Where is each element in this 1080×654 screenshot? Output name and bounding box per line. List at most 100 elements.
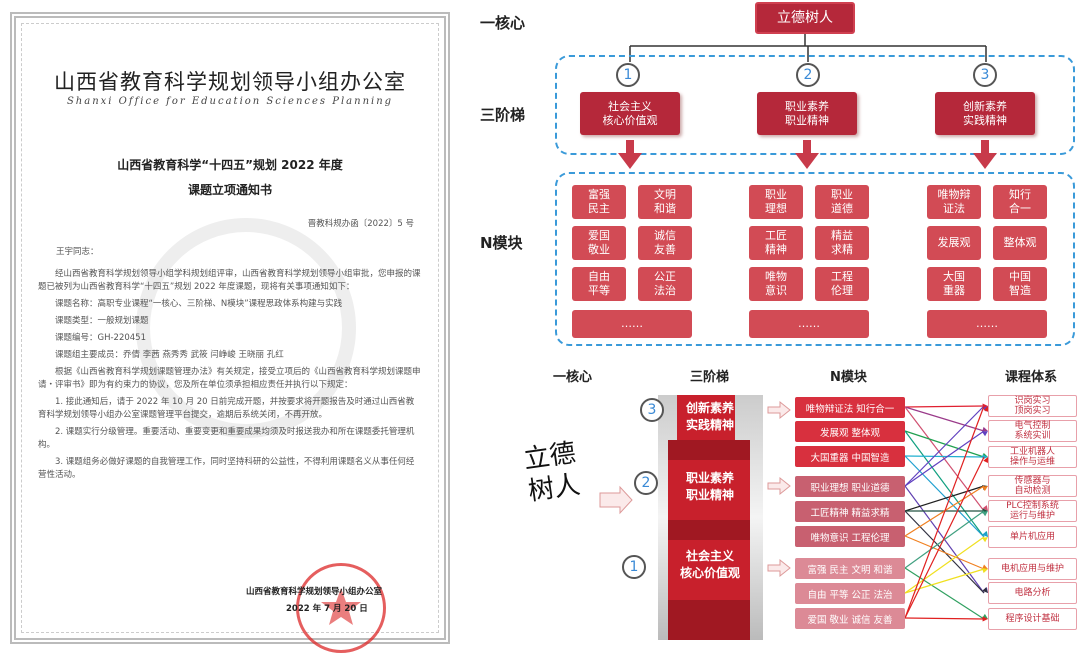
notice-paragraph: 经山西省教育科学规划领导小组学科规划组评审，山西省教育科学规划领导小组审批，您申… [38, 269, 421, 292]
module-more-box: …… [749, 310, 869, 338]
link-arrowhead [982, 616, 988, 622]
module-box: 精益 求精 [815, 226, 869, 260]
stage-box: 社会主义 核心价值观 [580, 92, 680, 135]
module-box: 职业 理想 [749, 185, 803, 219]
module-box: 自由 平等 [572, 267, 626, 301]
module-box: 爱国 敬业 [572, 226, 626, 260]
notice-paragraph: 根据《山西省教育科学规划课题管理办法》有关规定，接受立项后的《山西省教育科学规划… [38, 367, 421, 390]
link-arrowhead [982, 587, 988, 593]
link-arrowhead [982, 431, 988, 437]
course-item[interactable]: PLC控制系统 运行与维护 [988, 500, 1077, 522]
notice-paragraph: 2. 课题实行分级管理。重要活动、重要变更和重要成果均须及时报送我办和所在课题委… [38, 427, 415, 450]
link-line [904, 405, 985, 487]
stage-box: 职业素养 职业精神 [757, 92, 857, 135]
module-box: 中国 智造 [993, 267, 1047, 301]
module-box: 富强 民主 [572, 185, 626, 219]
course-item[interactable]: 识岗实习 顶岗实习 [988, 395, 1077, 417]
star-icon [321, 588, 361, 625]
module-box: 唯物 意识 [749, 267, 803, 301]
notice-title-line1: 山西省教育科学“十四五”规划 2022 年度 [117, 158, 343, 172]
salutation: 王宇同志： [56, 247, 99, 257]
link-line [904, 535, 985, 570]
stage-number-circle: 2 [796, 63, 820, 87]
link-arrowhead [982, 564, 988, 570]
course-item[interactable]: 传感器与 自动检测 [988, 475, 1077, 497]
link-arrowhead [982, 531, 988, 537]
notice-paragraph: 课题类型：一般规划课题 [55, 316, 149, 326]
course-item[interactable]: 单片机应用 [988, 526, 1077, 548]
notice-paragraph: 课题名称：高职专业课程“一核心、三阶梯、N模块”课程思政体系构建与实践 [55, 299, 343, 309]
stage-number-circle: 3 [973, 63, 997, 87]
module-box: 唯物辩 证法 [927, 185, 981, 219]
link-arrowhead [983, 457, 988, 463]
course-item[interactable]: 电气控制 系统实训 [988, 420, 1077, 442]
step-label: 社会主义 核心价值观 [679, 549, 740, 580]
module-box: 诚信 友善 [638, 226, 692, 260]
module-box: 工程 伦理 [815, 267, 869, 301]
tree-connectors [629, 34, 987, 62]
project-approval-notice: 山西省教育科学规划领导小组办公室 Shanxi Office for Educa… [10, 12, 450, 653]
notice-paragraph: 课题组主要成员：乔倩 李茜 燕秀秀 武筱 闫峥峻 王晓丽 孔红 [55, 350, 284, 360]
down-arrow-icon [973, 153, 997, 169]
step-label: 创新素养 实践精神 [685, 401, 734, 432]
link-line [904, 568, 985, 594]
org-name-en: Shanxi Office for Education Sciences Pla… [66, 96, 394, 107]
module-box: 发展观 [927, 226, 981, 260]
module-box: 文明 和谐 [638, 185, 692, 219]
small-arrows [767, 400, 791, 578]
link-arrowhead [982, 486, 988, 492]
link-arrowhead [982, 511, 988, 517]
link-line [904, 406, 985, 432]
notice-paragraph: 1. 接此通知后，请于 2022 年 10 月 20 日前完成开题，并按要求将开… [38, 397, 415, 420]
date: 2022 年 7 月 20 日 [286, 604, 368, 614]
notice-paragraph: 3. 课题组务必做好课题的自我管理工作，同时坚持科研的公益性，不得利用课题名义从… [38, 457, 415, 480]
link-line [904, 510, 985, 569]
module-box: 整体观 [993, 226, 1047, 260]
link-arrowhead [982, 537, 988, 543]
down-arrow-icon [803, 140, 811, 154]
link-line [904, 567, 985, 620]
link-line [904, 617, 985, 620]
module-box: 公正 法治 [638, 267, 692, 301]
link-arrowhead [982, 568, 988, 574]
signature: 山西省教育科学规划领导小组办公室 [246, 587, 383, 597]
header-modules: N模块 [830, 370, 867, 385]
course-item[interactable]: 电路分析 [988, 582, 1077, 604]
link-line [904, 430, 985, 458]
link-line [904, 430, 985, 538]
link-line [904, 456, 985, 619]
header-core: 一核心 [553, 370, 593, 385]
link-line [904, 455, 985, 538]
module-box: 大国 重器 [927, 267, 981, 301]
step-number-circle: 3 [640, 398, 664, 422]
reference-number: 晋教科规办函〔2022〕5 号 [307, 219, 414, 229]
notice-paragraph: 课题编号：GH-220451 [55, 333, 146, 343]
link-line [904, 405, 985, 408]
module-item: 职业理想 职业道德 [795, 476, 905, 497]
notice-body: 经山西省教育科学规划领导小组学科规划组评审，山西省教育科学规划领导小组审批，您申… [38, 268, 422, 486]
module-box: 职业 道德 [815, 185, 869, 219]
course-item[interactable]: 程序设计基础 [988, 608, 1077, 630]
module-box: 工匠 精神 [749, 226, 803, 260]
down-arrow-icon [795, 153, 819, 169]
module-more-box: …… [572, 310, 692, 338]
link-arrowhead [983, 406, 989, 412]
module-item: 自由 平等 公正 法治 [795, 583, 905, 604]
module-item: 爱国 敬业 诚信 友善 [795, 608, 905, 629]
link-line [904, 455, 985, 458]
modules-group [555, 172, 1075, 346]
label-stages: 三阶梯 [480, 106, 526, 124]
arrow-right-icon [599, 485, 633, 515]
header-stages: 三阶梯 [690, 370, 730, 385]
notice-title-line2: 课题立项通知书 [187, 183, 272, 197]
module-item: 唯物辩证法 知行合一 [795, 397, 905, 418]
module-item: 发展观 整体观 [795, 421, 905, 442]
module-box: 知行 合一 [993, 185, 1047, 219]
label-modules: N模块 [480, 234, 523, 252]
course-item[interactable]: 工业机器人 操作与运维 [988, 446, 1077, 468]
module-item: 富强 民主 文明 和谐 [795, 558, 905, 579]
header-courses: 课程体系 [1005, 370, 1058, 385]
link-line [904, 405, 985, 619]
course-item[interactable]: 电机应用与维护 [988, 558, 1077, 580]
